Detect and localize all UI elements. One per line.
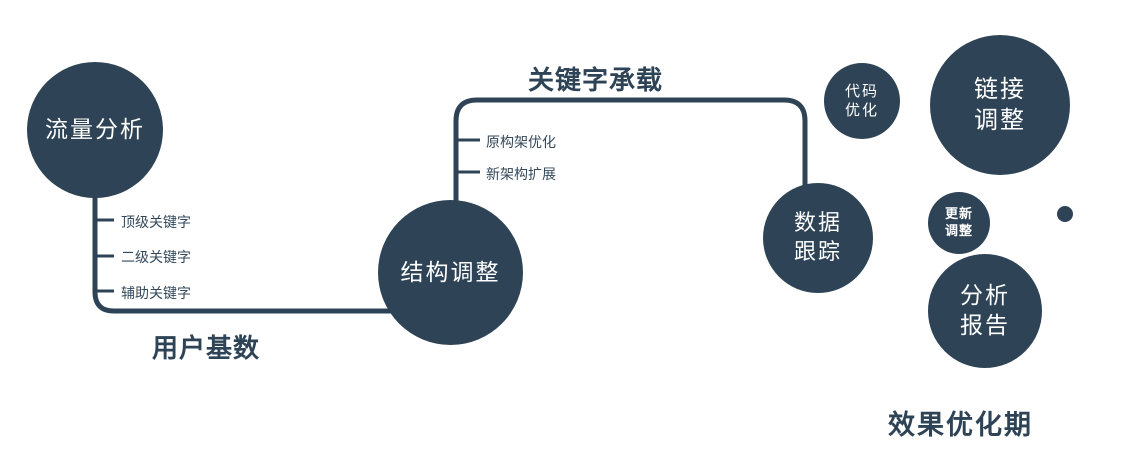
diagram-caption: 效果优化期: [888, 410, 1033, 440]
edge-traffic-to-structure: [92, 190, 392, 314]
edge-structure-to-data-tracking: [453, 97, 808, 212]
node-update-adjustment: 更新 调整: [928, 192, 990, 254]
node-traffic-analysis: 流量分析: [27, 62, 163, 198]
node-structure-adjustment: 结构调整: [378, 200, 523, 345]
node-label-line: 跟踪: [793, 239, 842, 264]
node-label-line: 优化: [844, 102, 879, 119]
node-label: 流量分析: [45, 116, 145, 143]
branch-ticks-structure: [458, 138, 480, 174]
node-label-line: 分析: [960, 282, 1010, 309]
node-label-line: 代码: [844, 82, 879, 100]
node-data-tracking: 数据 跟踪: [763, 183, 873, 293]
edge-label-keyword-carrying: 关键字承载: [528, 65, 664, 95]
branch-label-original-architecture: 原构架优化: [486, 134, 556, 150]
node-label-line: 链接: [974, 75, 1026, 103]
branch-ticks-traffic: [96, 218, 114, 293]
node-label-line: 调整: [944, 223, 973, 238]
branch-label-secondary-keywords: 二级关键字: [121, 249, 191, 265]
edge-label-user-base: 用户基数: [152, 333, 261, 363]
bullet-dot: [1057, 206, 1073, 222]
node-code-optimization: 代码 优化: [824, 63, 900, 139]
node-label-line: 数据: [793, 210, 842, 236]
branch-label-auxiliary-keywords: 辅助关键字: [121, 285, 191, 301]
node-label-line: 调整: [974, 107, 1026, 134]
node-label: 结构调整: [400, 258, 501, 285]
node-analysis-report: 分析 报告: [928, 254, 1042, 368]
branch-label-top-keywords: 顶级关键字: [121, 214, 191, 230]
node-label-line: 报告: [960, 312, 1010, 338]
branch-label-new-architecture: 新架构扩展: [486, 166, 556, 182]
node-label-line: 更新: [944, 206, 973, 222]
node-link-adjustment: 链接 调整: [930, 35, 1070, 175]
